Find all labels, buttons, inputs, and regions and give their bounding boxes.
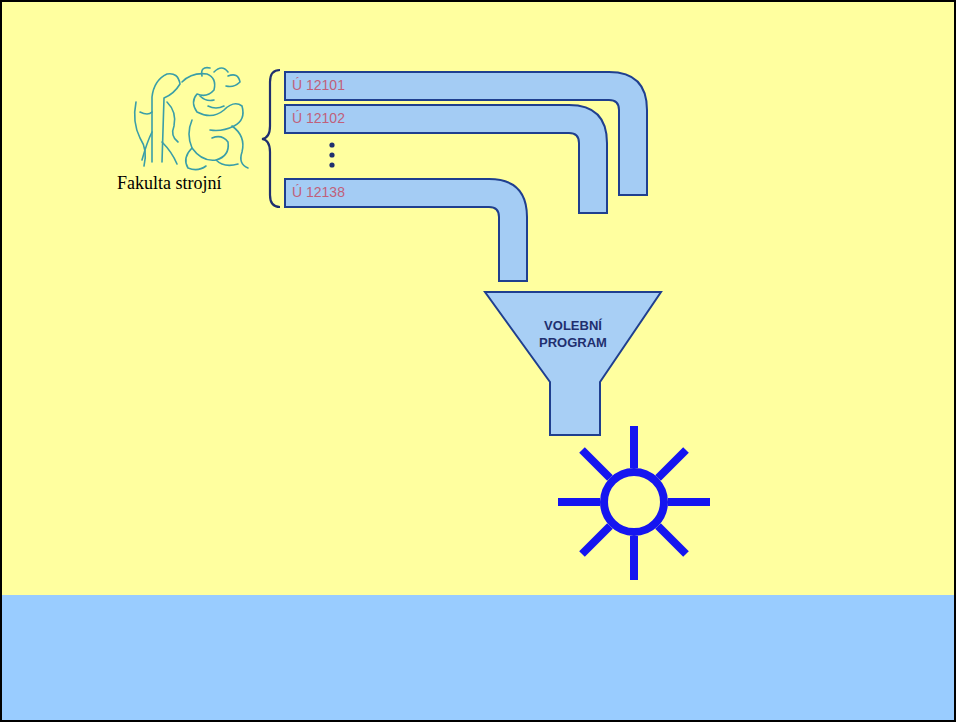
- pipe-label: Ú 12102: [292, 110, 345, 126]
- bottom-band: [2, 595, 956, 722]
- pipe-shape: [285, 179, 527, 281]
- pipe-label: Ú 12138: [292, 184, 345, 200]
- ellipsis-dots: [329, 142, 334, 167]
- curly-brace: [262, 70, 280, 207]
- pipe-node: Ú 12138: [285, 178, 528, 282]
- funnel-shape: [485, 292, 661, 435]
- funnel-node: VOLEBNÍ PROGRAM: [484, 291, 662, 436]
- funnel-outline: [484, 291, 662, 436]
- pipe-label: Ú 12101: [292, 77, 345, 93]
- faculty-name: Fakulta strojní: [117, 173, 222, 193]
- university-logo: [135, 68, 248, 170]
- sun-symbol: [558, 426, 710, 580]
- funnel-label: VOLEBNÍ PROGRAM: [530, 317, 616, 351]
